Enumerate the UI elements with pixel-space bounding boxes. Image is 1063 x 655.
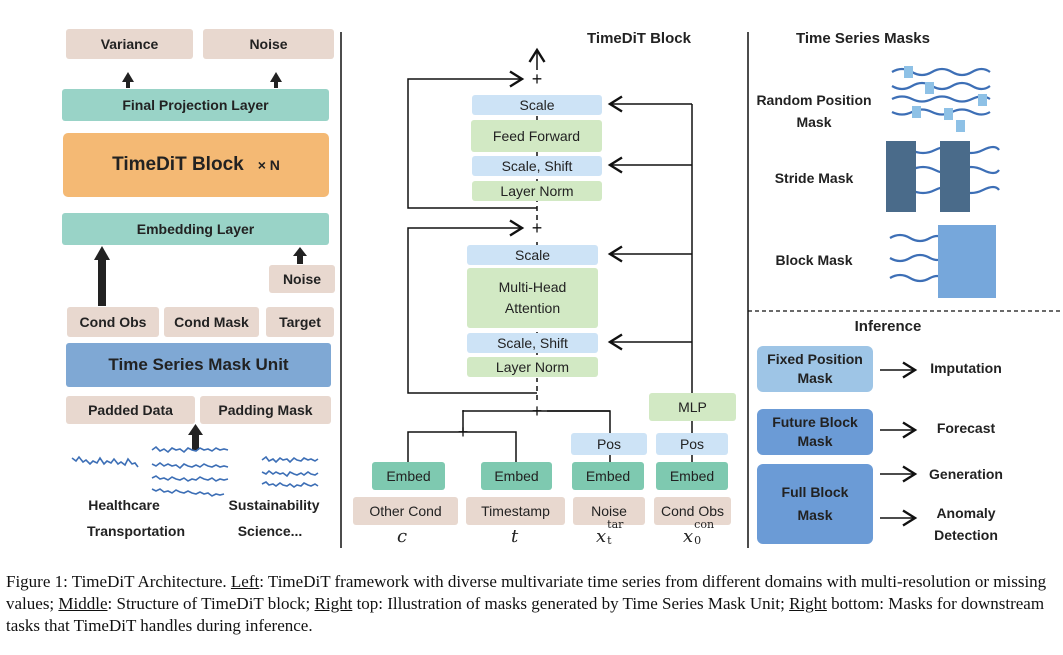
caption-middle: Middle <box>58 594 108 613</box>
forecast-label: Forecast <box>936 420 996 436</box>
times-n-label: × N <box>257 156 280 173</box>
embed-box-c: Embed <box>372 462 445 490</box>
caption-right-top: Right <box>314 594 353 613</box>
layer-norm-box-top: Layer Norm <box>472 181 602 201</box>
time-series-masks-title: Time Series Masks <box>796 30 930 47</box>
plus-lower: + <box>532 401 543 421</box>
random-position-mask-illustration <box>891 66 991 132</box>
pos-box-cond: Pos <box>656 433 728 455</box>
multi-head-attention-box: Multi-Head Attention <box>467 268 598 328</box>
generation-label: Generation <box>929 466 1003 482</box>
noise-in-box: Noise <box>573 497 645 525</box>
cond-obs-in-box: Cond Obs <box>654 497 731 525</box>
domain-transportation: Transportation <box>86 523 185 539</box>
timedit-block-label: TimeDiT Block <box>112 153 244 175</box>
plus-mid: + <box>532 218 543 238</box>
embed-box-t: Embed <box>481 462 552 490</box>
final-projection-layer: Final Projection Layer <box>62 89 329 121</box>
anomaly-detection-label: Anomaly Detection <box>934 505 998 543</box>
random-position-mask-label: Random Position Mask <box>756 92 872 130</box>
domain-sustainability: Sustainability <box>228 497 320 513</box>
mha-line2: Attention <box>504 300 561 316</box>
domain-waves <box>71 445 319 497</box>
var-t: t <box>511 526 519 547</box>
plus-top: + <box>532 69 543 89</box>
scale-box-top: Scale <box>472 95 602 115</box>
padded-data-box: Padded Data <box>66 396 195 424</box>
mlp-box: MLP <box>649 393 736 421</box>
other-cond-box: Other Cond <box>353 497 458 525</box>
scale-box-mid: Scale <box>467 245 598 265</box>
noise-input-box: Noise <box>269 265 335 293</box>
target-box: Target <box>266 307 334 337</box>
timedit-block-stack: TimeDiT Block × N <box>63 133 329 197</box>
feed-forward-box: Feed Forward <box>471 120 602 152</box>
var-c: c <box>397 526 408 547</box>
embed-box-cond: Embed <box>656 462 728 490</box>
left-arrows <box>94 72 307 450</box>
variance-box: Variance <box>66 29 193 59</box>
domain-science: Science... <box>237 523 303 539</box>
imputation-label: Imputation <box>930 360 1002 376</box>
stride-mask-label: Stride Mask <box>774 170 854 186</box>
figure-caption: Figure 1: TimeDiT Architecture. Left: Ti… <box>6 572 1047 635</box>
stride-mask-illustration <box>886 141 1000 212</box>
timestamp-box: Timestamp <box>466 497 565 525</box>
time-series-mask-unit: Time Series Mask Unit <box>66 343 331 387</box>
pos-box-noise: Pos <box>571 433 647 455</box>
inference-title: Inference <box>854 318 922 335</box>
noise-output-box: Noise <box>203 29 334 59</box>
caption-right-bottom: Right <box>789 594 827 613</box>
domain-healthcare: Healthcare <box>88 497 160 513</box>
block-mask-label: Block Mask <box>775 252 853 268</box>
diagram-connectors: + + + + <box>71 32 1063 548</box>
timedit-block-title: TimeDiT Block <box>587 30 691 47</box>
cond-obs-box: Cond Obs <box>67 307 159 337</box>
scale-shift-box-top: Scale, Shift <box>472 156 602 176</box>
layer-norm-box-bottom: Layer Norm <box>467 357 598 377</box>
scale-shift-box-bottom: Scale, Shift <box>467 333 598 353</box>
block-mask-illustration <box>889 225 996 298</box>
embed-box-noise: Embed <box>572 462 644 490</box>
embedding-layer: Embedding Layer <box>62 213 329 245</box>
caption-left: Left <box>230 572 260 591</box>
plus-bottom: + <box>458 422 469 442</box>
padding-mask-box: Padding Mask <box>200 396 331 424</box>
mha-line1: Multi-Head <box>498 279 567 296</box>
cond-mask-box: Cond Mask <box>164 307 259 337</box>
